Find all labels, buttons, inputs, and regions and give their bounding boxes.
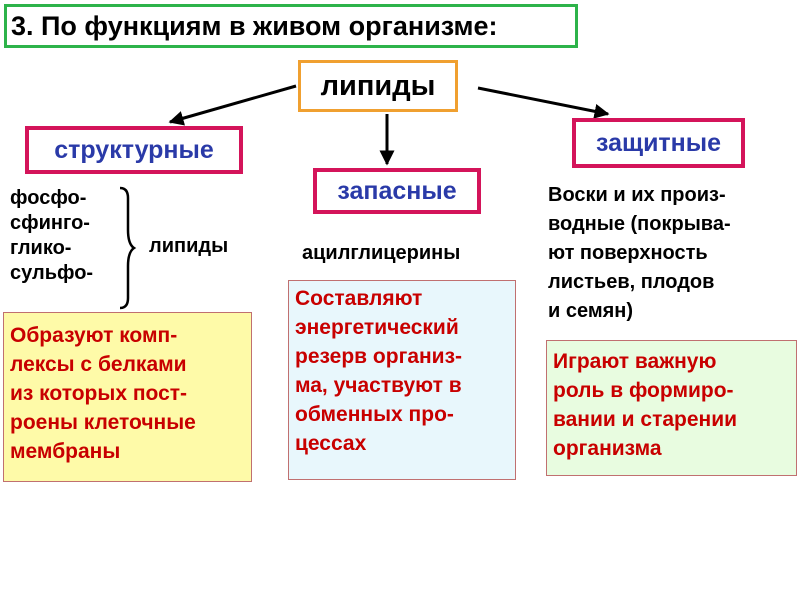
text-line: цессах <box>295 432 367 455</box>
storage-note: Составляют энергетический резерв организ… <box>288 280 516 480</box>
list-item: глико- <box>10 237 72 259</box>
text-line: резерв организ- <box>295 345 463 368</box>
text-line: мембраны <box>10 440 121 463</box>
list-item: фосфо- <box>10 187 87 209</box>
text-line: вании и старении <box>553 408 738 431</box>
storage-example: ацилглицерины <box>302 242 461 264</box>
category-protective: защитные <box>572 118 745 168</box>
list-item: сфинго- <box>10 212 90 234</box>
structural-note: Образуют комп- лексы с белками из которы… <box>3 312 252 482</box>
arrow-to-structural <box>168 84 297 126</box>
text-line: обменных про- <box>295 403 454 426</box>
text-line: организма <box>553 437 662 460</box>
text-line: роены клеточные <box>10 411 196 434</box>
list-item: сульфо- <box>10 262 94 284</box>
text-line: лексы с белками <box>10 353 187 376</box>
text-line: Образуют комп- <box>10 324 178 347</box>
text-line: ют поверхность <box>548 242 708 264</box>
root-node-lipids: липиды <box>298 60 458 112</box>
text-line: Играют важную <box>553 350 717 373</box>
text-line: и семян) <box>548 300 634 322</box>
text-line: водные (покрыва- <box>548 213 731 235</box>
category-storage: запасные <box>313 168 481 214</box>
text-line: из которых пост- <box>10 382 188 405</box>
text-line: ма, участвуют в <box>295 374 462 397</box>
protective-note: Играют важную роль в формиро- вании и ст… <box>546 340 797 476</box>
arrow-to-protective <box>477 86 610 119</box>
text-line: Составляют <box>295 287 423 310</box>
text-line: роль в формиро- <box>553 379 734 402</box>
curly-brace <box>119 186 137 310</box>
structural-lipid-list: фосфо- сфинго- глико- сульфо- <box>10 186 93 286</box>
lipids-suffix-label: липиды <box>149 235 229 257</box>
page-title: 3. По функциям в живом организме: <box>4 4 578 48</box>
text-line: листьев, плодов <box>548 271 715 293</box>
protective-example: Воски и их произ- водные (покрыва- ют по… <box>548 181 731 326</box>
category-structural: структурные <box>25 126 243 174</box>
text-line: энергетический <box>295 316 459 339</box>
text-line: Воски и их произ- <box>548 184 726 206</box>
